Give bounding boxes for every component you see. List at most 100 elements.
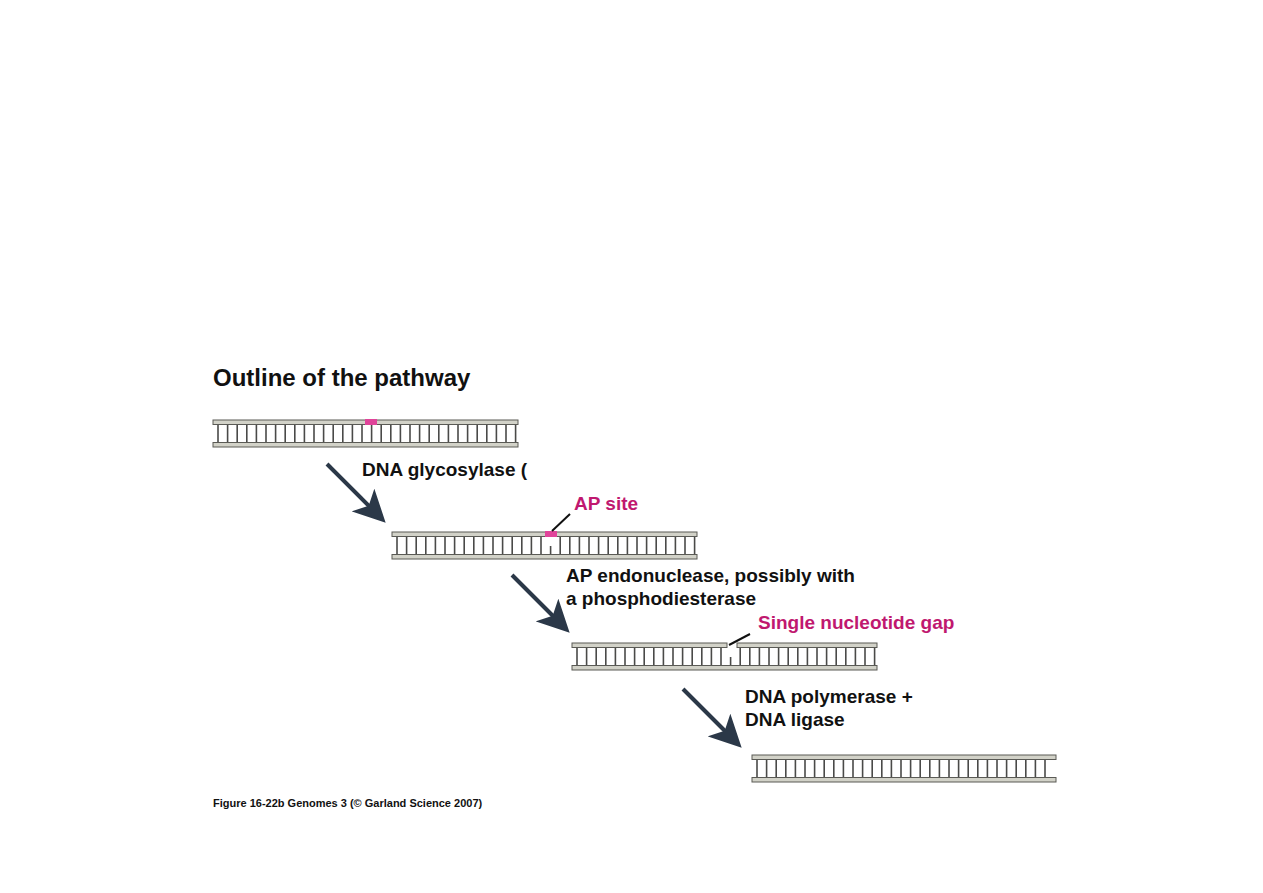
base-pair	[759, 647, 761, 666]
base-pair	[814, 759, 816, 778]
base-pair	[428, 424, 430, 443]
backbone	[392, 555, 697, 560]
base-pair	[843, 759, 845, 778]
base-pair	[636, 536, 638, 555]
damaged-base	[365, 419, 377, 425]
base-pair	[958, 759, 960, 778]
figure-title: Outline of the pathway	[213, 364, 470, 393]
base-pair	[739, 647, 741, 666]
backbone	[572, 666, 877, 671]
base-pair	[835, 647, 837, 666]
base-pair	[265, 424, 267, 443]
base-pair	[833, 759, 835, 778]
base-pair	[891, 759, 893, 778]
base-pair	[643, 647, 645, 666]
base-pair	[588, 536, 590, 555]
callout-label: Single nucleotide gap	[758, 612, 954, 635]
base-pair	[785, 759, 787, 778]
base-pair	[505, 424, 507, 443]
base-pair	[579, 536, 581, 555]
base-pair	[711, 647, 713, 666]
base-pair	[775, 759, 777, 778]
base-pair	[1015, 759, 1017, 778]
base-pair	[419, 424, 421, 443]
base-pair	[967, 759, 969, 778]
backbone	[213, 420, 518, 425]
base-pair	[675, 536, 677, 555]
base-pair	[396, 536, 398, 555]
base-pair	[457, 424, 459, 443]
base-pair	[1025, 759, 1027, 778]
step-label: DNA polymerase + DNA ligase	[745, 686, 935, 732]
base-pair	[807, 647, 809, 666]
base-pair	[1006, 759, 1008, 778]
ap-site-mark	[545, 531, 557, 537]
base-pair	[342, 424, 344, 443]
base-pair	[294, 424, 296, 443]
base-pair	[467, 424, 469, 443]
base-pair	[797, 647, 799, 666]
base-pair	[486, 424, 488, 443]
dna-strand	[392, 531, 697, 559]
base-pair	[409, 424, 411, 443]
base-pair	[929, 759, 931, 778]
base-pair	[607, 536, 609, 555]
step-label: AP endonuclease, possibly with a phospho…	[566, 565, 863, 611]
base-pair	[823, 759, 825, 778]
step-label: DNA glycosylase (	[362, 459, 527, 482]
base-pair	[435, 536, 437, 555]
base-pair	[720, 647, 722, 666]
figure-caption: Figure 16-22b Genomes 3 (© Garland Scien…	[213, 797, 482, 810]
callout-label: AP site	[574, 493, 638, 516]
base-pair	[778, 647, 780, 666]
base-pair	[425, 536, 427, 555]
base-pair	[655, 536, 657, 555]
backbone	[572, 643, 727, 648]
base-pair	[871, 759, 873, 778]
base-pair	[217, 424, 219, 443]
base-pair	[438, 424, 440, 443]
base-pair	[332, 424, 334, 443]
base-pair	[682, 647, 684, 666]
base-pair	[473, 536, 475, 555]
base-pair	[595, 647, 597, 666]
base-pair	[1035, 759, 1037, 778]
base-pair	[496, 424, 498, 443]
base-pair	[380, 424, 382, 443]
backbone	[752, 755, 1056, 760]
step-arrow	[512, 575, 564, 627]
base-pair	[361, 424, 363, 443]
base-pair	[569, 536, 571, 555]
base-pair	[511, 536, 513, 555]
base-pair	[653, 647, 655, 666]
base-pair	[694, 536, 696, 555]
base-pair	[852, 759, 854, 778]
base-pair	[804, 759, 806, 778]
base-pair	[900, 759, 902, 778]
base-pair	[795, 759, 797, 778]
base-pair	[634, 647, 636, 666]
base-pair	[313, 424, 315, 443]
base-pair	[483, 536, 485, 555]
leader-line	[729, 634, 750, 645]
base-pair	[454, 536, 456, 555]
base-pair	[624, 647, 626, 666]
base-pair	[864, 647, 866, 666]
base-pair	[476, 424, 478, 443]
base-pair	[701, 647, 703, 666]
base-pair	[939, 759, 941, 778]
base-pair	[617, 536, 619, 555]
base-pair	[371, 424, 373, 443]
base-pair	[977, 759, 979, 778]
base-pair	[444, 536, 446, 555]
base-pair	[246, 424, 248, 443]
base-pair	[663, 647, 665, 666]
step-arrow	[683, 689, 736, 742]
base-pair	[845, 647, 847, 666]
base-pair	[236, 424, 238, 443]
leader-line	[552, 514, 570, 531]
base-pair	[521, 536, 523, 555]
base-pair	[627, 536, 629, 555]
base-pair	[881, 759, 883, 778]
